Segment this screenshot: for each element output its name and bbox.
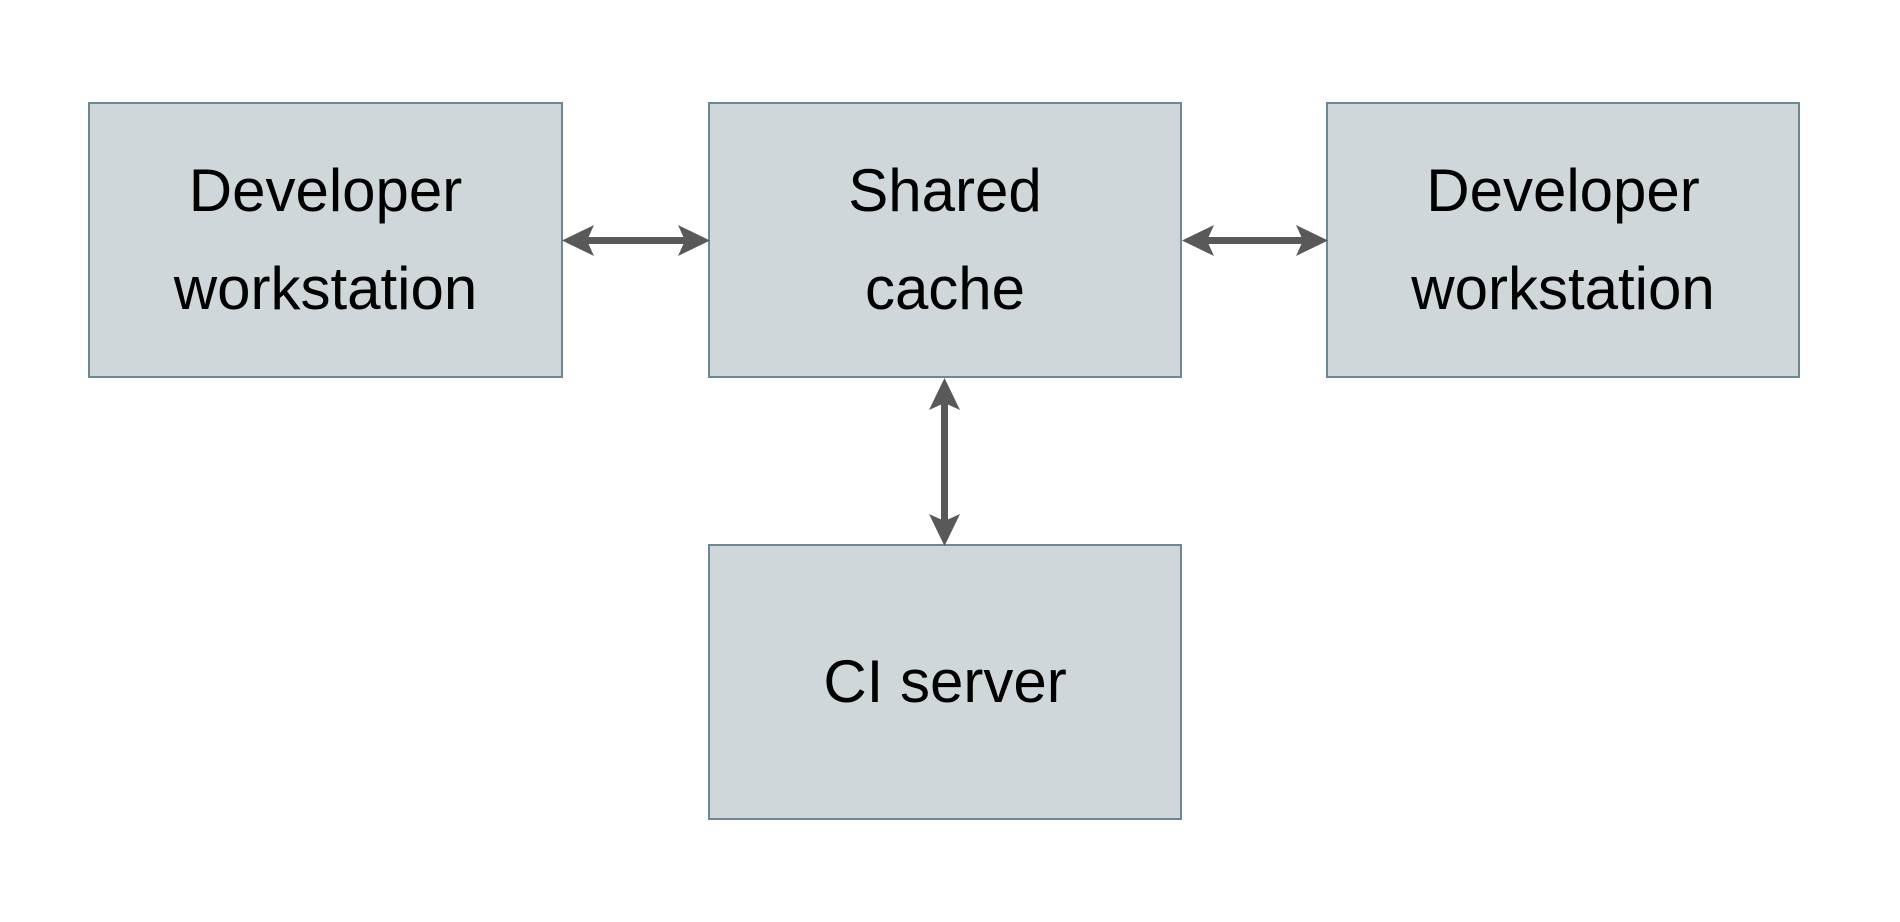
- edge-left-workstation-to-shared-cache: [560, 205, 712, 277]
- bidirectional-arrow-icon: [562, 225, 710, 256]
- bidirectional-arrow-icon: [1182, 225, 1328, 256]
- node-developer-workstation-left[interactable]: Developer workstation: [88, 102, 563, 378]
- node-label-developer-workstation-left: Developer workstation: [173, 157, 478, 322]
- edge-shared-cache-to-right-workstation: [1180, 205, 1330, 277]
- node-shared-cache[interactable]: Shared cache: [708, 102, 1182, 378]
- node-ci-server[interactable]: CI server: [708, 544, 1182, 820]
- bidirectional-arrow-icon: [929, 378, 960, 546]
- node-label-shared-cache: Shared cache: [848, 157, 1042, 322]
- node-label-developer-workstation-right: Developer workstation: [1411, 157, 1715, 322]
- node-label-ci-server: CI server: [823, 648, 1067, 715]
- node-developer-workstation-right[interactable]: Developer workstation: [1326, 102, 1800, 378]
- edge-shared-cache-to-ci-server: [909, 376, 981, 548]
